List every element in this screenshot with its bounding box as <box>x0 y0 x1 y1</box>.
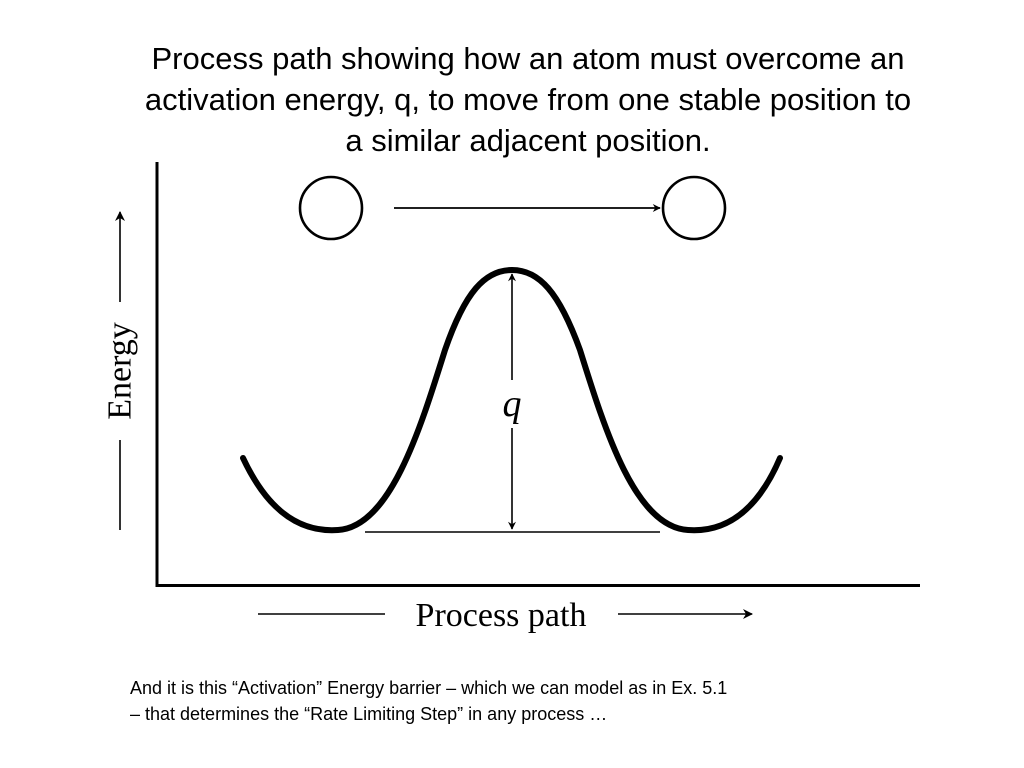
caption: And it is this “Activation” Energy barri… <box>130 675 910 727</box>
caption-line-2: – that determines the “Rate Limiting Ste… <box>130 704 608 724</box>
process-path-axis-label: Process path <box>416 597 587 634</box>
energy-barrier-curve <box>240 266 783 534</box>
energy-axis-label: Energy <box>102 322 139 420</box>
title-line-2: activation energy, q, to move from one s… <box>144 82 912 117</box>
title-line-1: Process path showing how an atom must ov… <box>151 41 905 76</box>
atom-final-position <box>661 175 727 241</box>
activation-energy-label: q <box>503 383 522 425</box>
caption-line-1: And it is this “Activation” Energy barri… <box>130 678 728 698</box>
slide-title: Process path showing how an atom must ov… <box>60 38 996 161</box>
title-line-3: a similar adjacent position. <box>345 123 711 158</box>
atom-initial-position <box>298 175 364 241</box>
